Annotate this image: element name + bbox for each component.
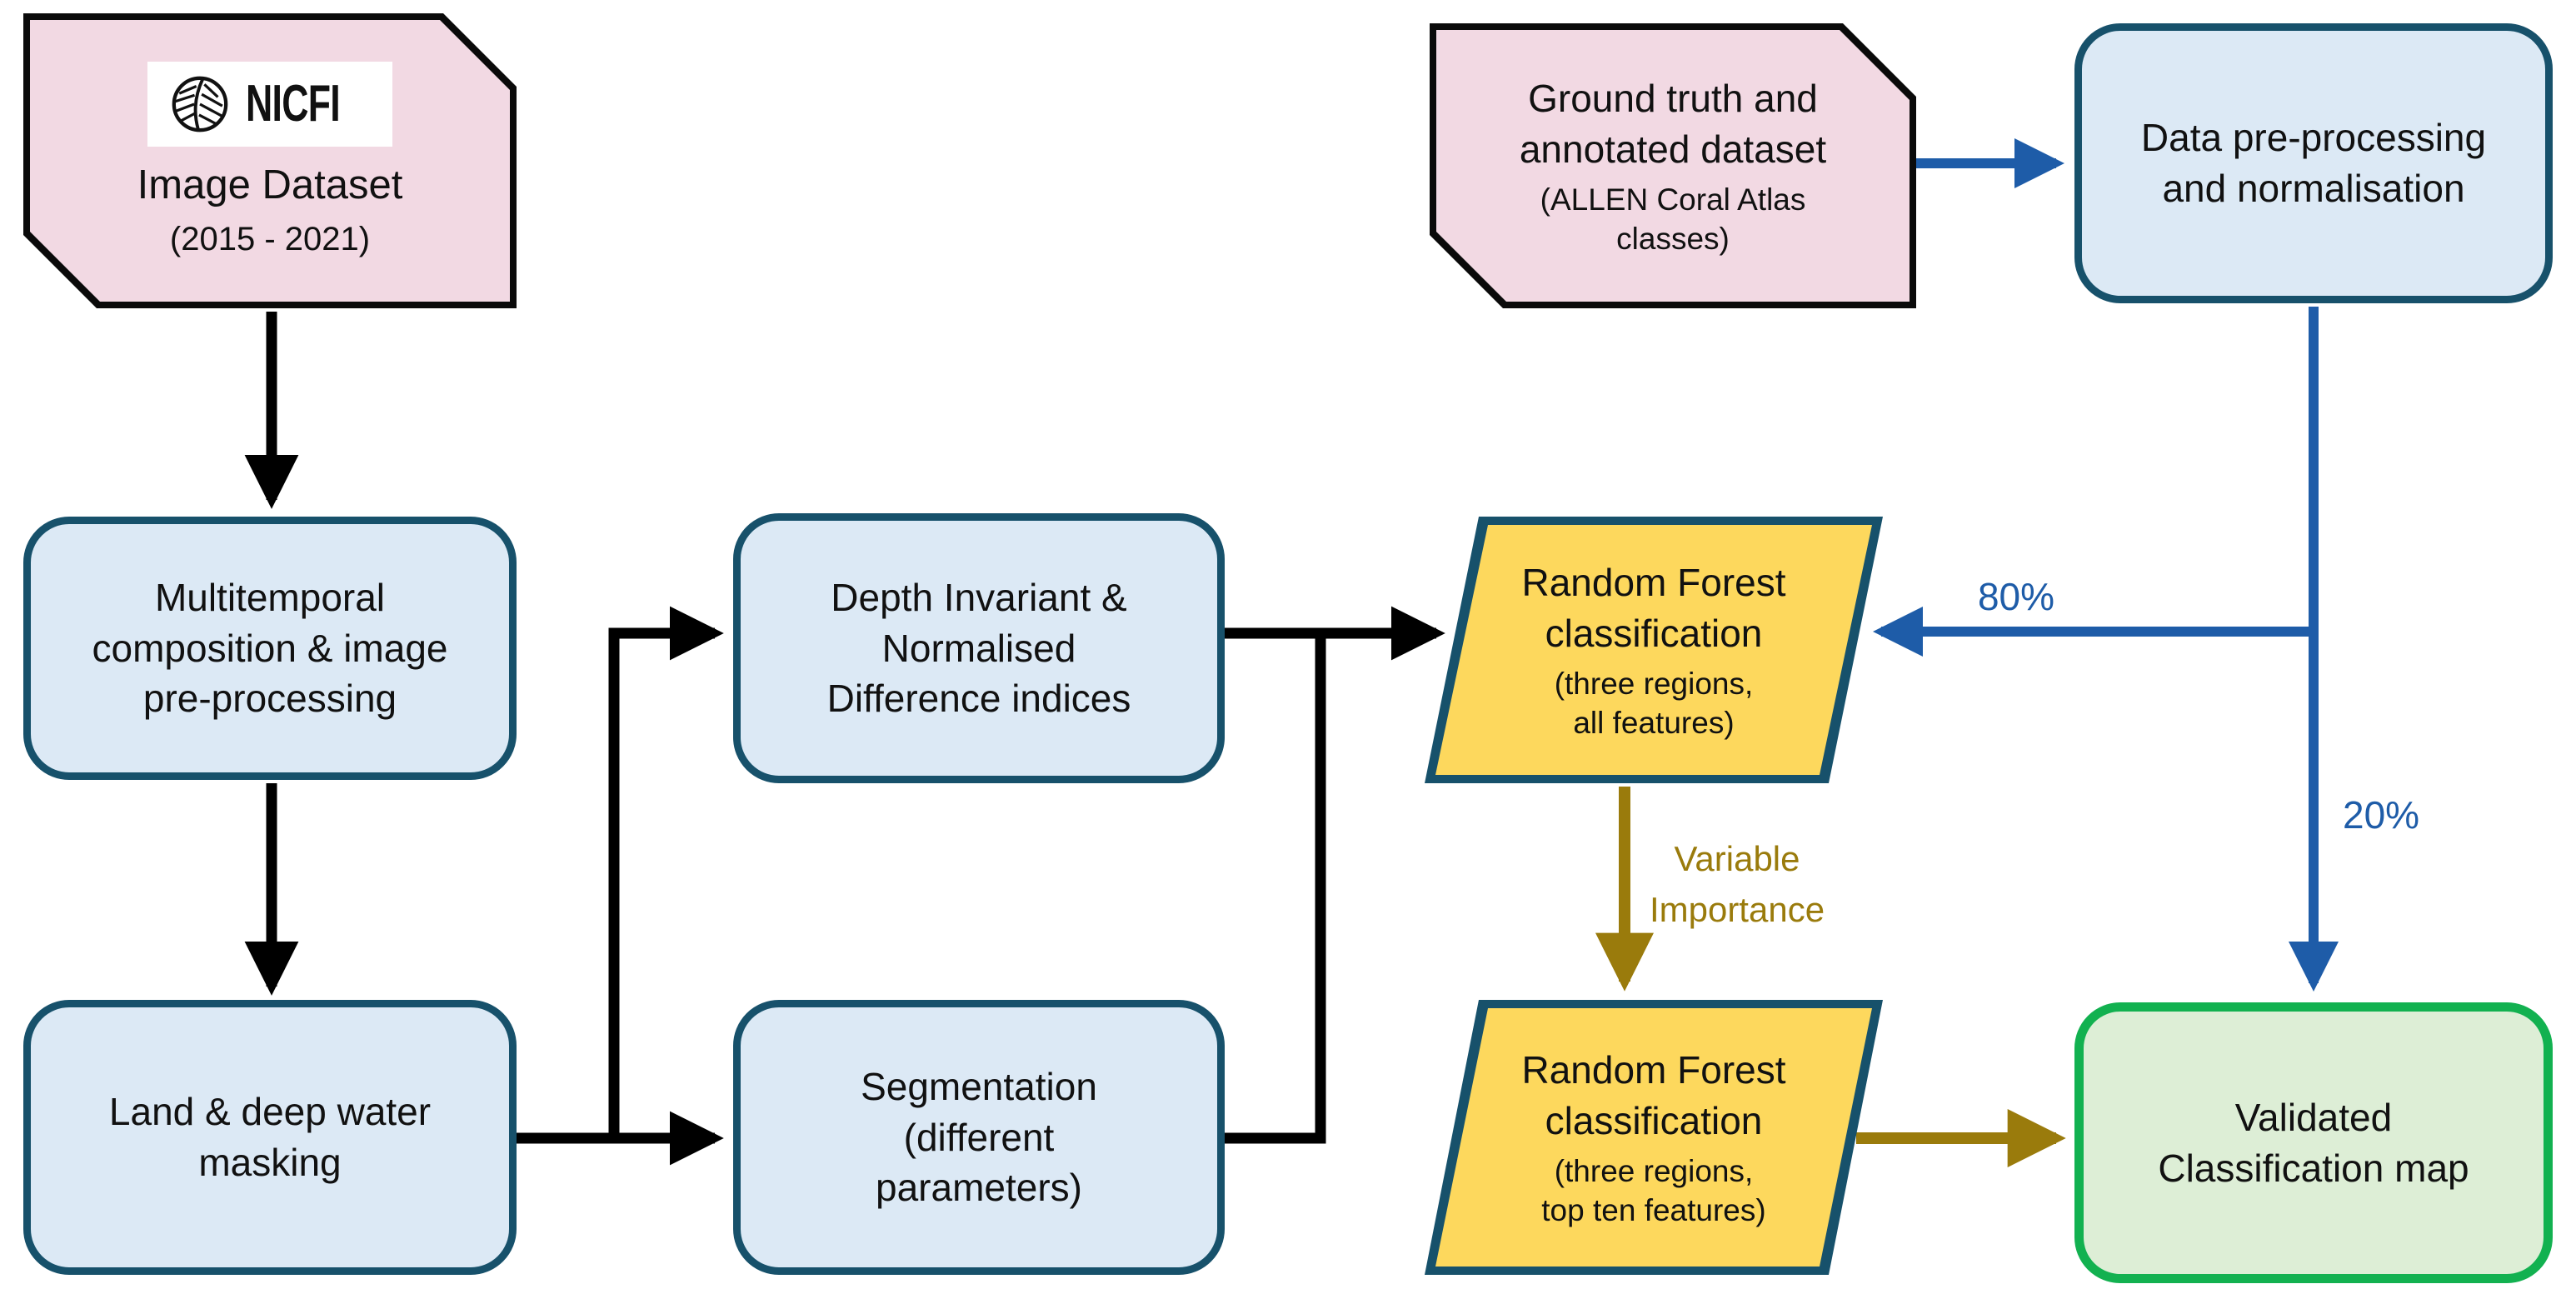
segmentation-label: Segmentation (different parameters): [861, 1064, 1097, 1210]
edge-label-80pct: 80%: [1977, 575, 2055, 618]
node-data-preprocessing: Data pre-processing and normalisation: [2074, 23, 2553, 303]
land-masking-label: Land & deep water masking: [108, 1090, 432, 1184]
ground-truth-sublabel: (ALLEN Coral Atlas classes): [1540, 182, 1806, 256]
node-rf-all-features: Random Forest classification (three regi…: [1425, 517, 1883, 783]
rf-all-features-fill: [1425, 517, 1883, 783]
nicfi-logo-text: NICFI: [245, 75, 340, 133]
nicfi-sublabel: (2015 - 2021): [169, 221, 371, 258]
arrow-landmask-to-depthindices: [608, 606, 724, 1138]
nicfi-logo: NICFI: [147, 62, 393, 147]
node-ground-truth: Ground truth and annotated dataset (ALLE…: [1430, 23, 1916, 308]
edge-label-20pct: 20%: [2343, 793, 2420, 837]
validated-map-label: Validated Classification map: [2158, 1095, 2469, 1190]
data-preprocessing-label: Data pre-processing and normalisation: [2140, 116, 2487, 210]
rf-top-features-fill: [1425, 1000, 1883, 1275]
nicfi-leaf-icon: [164, 68, 236, 140]
edge-label-variable-importance: Variable Importance: [1649, 839, 1825, 929]
rf-all-features-sublabel: (three regions, all features): [1554, 667, 1754, 740]
node-depth-indices: Depth Invariant & Normalised Difference …: [733, 513, 1225, 783]
node-nicfi-image-dataset: NICFI Image Dataset (2015 - 2021): [23, 13, 517, 308]
rf-top-features-sublabel: (three regions, top ten features): [1541, 1154, 1766, 1227]
node-multitemporal: Multitemporal composition & image pre-pr…: [23, 517, 517, 780]
node-rf-top-features: Random Forest classification (three regi…: [1425, 1000, 1883, 1275]
line-segmentation-merge: [1225, 633, 1326, 1144]
ground-truth-label: Ground truth and annotated dataset: [1519, 77, 1827, 171]
nicfi-label: Image Dataset: [137, 162, 403, 207]
node-land-masking: Land & deep water masking: [23, 1000, 517, 1275]
rf-top-features-label: Random Forest classification: [1521, 1048, 1786, 1142]
node-segmentation: Segmentation (different parameters): [733, 1000, 1225, 1275]
rf-all-features-label: Random Forest classification: [1521, 561, 1786, 655]
ground-truth-card-fill: [1436, 30, 1910, 302]
node-validated-map: Validated Classification map: [2074, 1002, 2553, 1283]
multitemporal-label: Multitemporal composition & image pre-pr…: [92, 575, 448, 721]
depth-indices-label: Depth Invariant & Normalised Difference …: [826, 575, 1131, 721]
